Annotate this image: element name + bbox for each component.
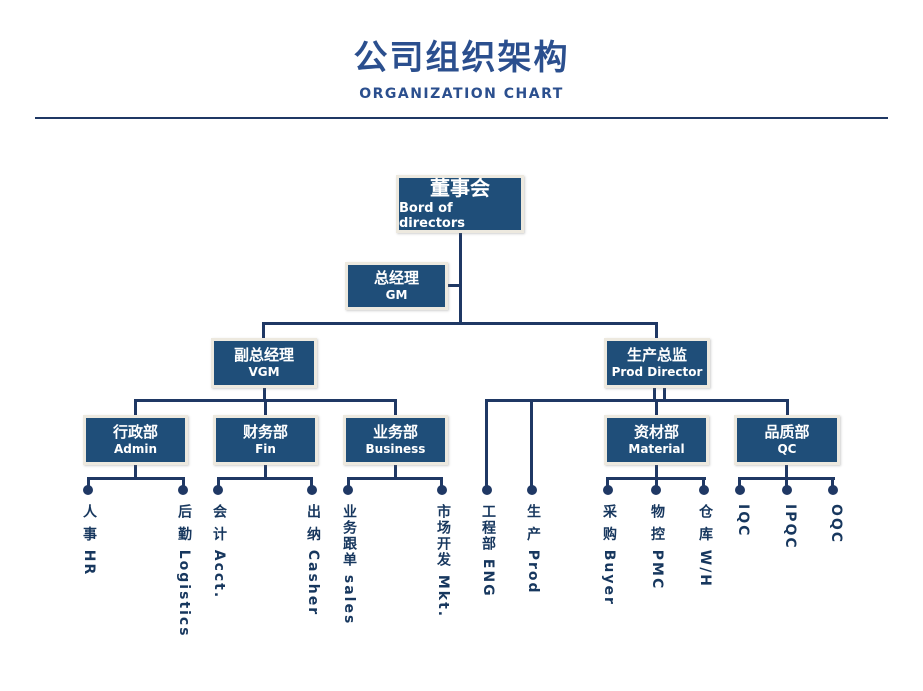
node-label-zh: 行政部 bbox=[112, 422, 158, 441]
connector-line bbox=[217, 477, 220, 486]
node-general-manager: 总经理 GM bbox=[345, 262, 448, 310]
connector-line bbox=[655, 399, 658, 415]
connector-line bbox=[310, 477, 313, 486]
node-label-en: Fin bbox=[255, 442, 276, 457]
node-label-zh: 业务部 bbox=[372, 422, 418, 441]
node-business-dept: 业务部 Business bbox=[343, 415, 448, 465]
connector-line bbox=[134, 399, 137, 415]
connector-line bbox=[87, 477, 90, 486]
leaf-mkt: 市场开发 Mkt. bbox=[435, 504, 451, 619]
connector-line bbox=[394, 399, 397, 415]
leaf-acct: 会 计 Acct. bbox=[211, 504, 227, 600]
connector-line bbox=[459, 233, 462, 325]
node-label-en: QC bbox=[777, 442, 797, 457]
connector-line bbox=[264, 465, 267, 478]
leaf-eng: 工程部 ENG bbox=[480, 504, 496, 598]
connector-line bbox=[831, 477, 834, 486]
leaf-wh: 仓 库 W/H bbox=[697, 504, 713, 589]
connector-line bbox=[485, 399, 488, 486]
node-label-en: VGM bbox=[248, 365, 280, 380]
page-subtitle: ORGANIZATION CHART bbox=[359, 86, 564, 102]
header: 公司组织架构 ORGANIZATION CHART bbox=[0, 0, 923, 102]
connector-line bbox=[264, 399, 267, 415]
connector-line bbox=[485, 399, 789, 402]
node-finance-dept: 财务部 Fin bbox=[213, 415, 318, 465]
node-board-of-directors: 董事会 Bord of directors bbox=[396, 175, 524, 233]
node-label-en: Prod Director bbox=[611, 365, 703, 380]
leaf-pmc: 物 控 PMC bbox=[649, 504, 665, 591]
connector-dot bbox=[437, 485, 447, 495]
connector-line bbox=[440, 477, 443, 486]
node-label-zh: 总经理 bbox=[373, 268, 419, 287]
connector-line bbox=[785, 477, 788, 486]
connector-line bbox=[702, 477, 705, 486]
connector-dot bbox=[782, 485, 792, 495]
header-divider bbox=[35, 117, 888, 119]
connector-line bbox=[263, 388, 266, 402]
node-label-zh: 财务部 bbox=[242, 422, 288, 441]
node-label-zh: 副总经理 bbox=[233, 345, 294, 364]
leaf-logistics: 后 勤 Logistics bbox=[176, 504, 192, 638]
leaf-buyer: 采 购 Buyer bbox=[601, 504, 617, 606]
node-label-zh: 品质部 bbox=[764, 422, 810, 441]
node-admin-dept: 行政部 Admin bbox=[83, 415, 188, 465]
connector-dot bbox=[307, 485, 317, 495]
connector-dot bbox=[735, 485, 745, 495]
connector-line bbox=[653, 388, 656, 399]
connector-line bbox=[530, 399, 533, 486]
connector-dot bbox=[828, 485, 838, 495]
connector-line bbox=[347, 477, 350, 486]
leaf-iqc: IQC bbox=[735, 504, 751, 538]
connector-dot bbox=[699, 485, 709, 495]
leaf-casher: 出 纳 Casher bbox=[305, 504, 321, 617]
connector-dot bbox=[343, 485, 353, 495]
leaf-hr: 人 事 HR bbox=[81, 504, 97, 577]
leaf-oqc: OQC bbox=[828, 504, 844, 545]
connector-line bbox=[655, 477, 658, 486]
connector-line bbox=[663, 388, 666, 399]
connector-line bbox=[347, 477, 443, 480]
connector-dot bbox=[651, 485, 661, 495]
leaf-sales: 业务跟单 sales bbox=[341, 504, 357, 626]
connector-line bbox=[785, 465, 788, 478]
node-vice-general-manager: 副总经理 VGM bbox=[211, 338, 317, 388]
leaf-ipqc: IPQC bbox=[782, 504, 798, 550]
connector-dot bbox=[527, 485, 537, 495]
node-label-en: Business bbox=[365, 442, 426, 457]
page-title: 公司组织架构 bbox=[353, 38, 570, 78]
node-qc-dept: 品质部 QC bbox=[734, 415, 840, 465]
connector-line bbox=[655, 465, 658, 478]
node-label-en: Admin bbox=[113, 442, 158, 457]
node-label-en: GM bbox=[385, 288, 408, 303]
node-production-director: 生产总监 Prod Director bbox=[604, 338, 710, 388]
connector-line bbox=[606, 477, 609, 486]
node-label-en: Material bbox=[628, 442, 685, 457]
connector-line bbox=[262, 322, 658, 325]
connector-dot bbox=[178, 485, 188, 495]
connector-line bbox=[217, 477, 313, 480]
connector-line bbox=[87, 477, 185, 480]
connector-dot bbox=[83, 485, 93, 495]
leaf-prod: 生 产 Prod bbox=[525, 504, 541, 595]
connector-line bbox=[182, 477, 185, 486]
connector-line bbox=[786, 399, 789, 415]
connector-line bbox=[394, 465, 397, 478]
connector-dot bbox=[482, 485, 492, 495]
connector-line bbox=[134, 465, 137, 478]
node-label-zh: 资材部 bbox=[633, 422, 679, 441]
node-label-zh: 董事会 bbox=[430, 176, 490, 201]
connector-dot bbox=[213, 485, 223, 495]
connector-line bbox=[738, 477, 741, 486]
connector-line bbox=[655, 322, 658, 338]
node-material-dept: 资材部 Material bbox=[604, 415, 709, 465]
node-label-en: Bord of directors bbox=[399, 201, 465, 231]
connector-line bbox=[448, 284, 461, 287]
connector-line bbox=[262, 322, 265, 338]
connector-dot bbox=[603, 485, 613, 495]
node-label-zh: 生产总监 bbox=[626, 345, 687, 364]
